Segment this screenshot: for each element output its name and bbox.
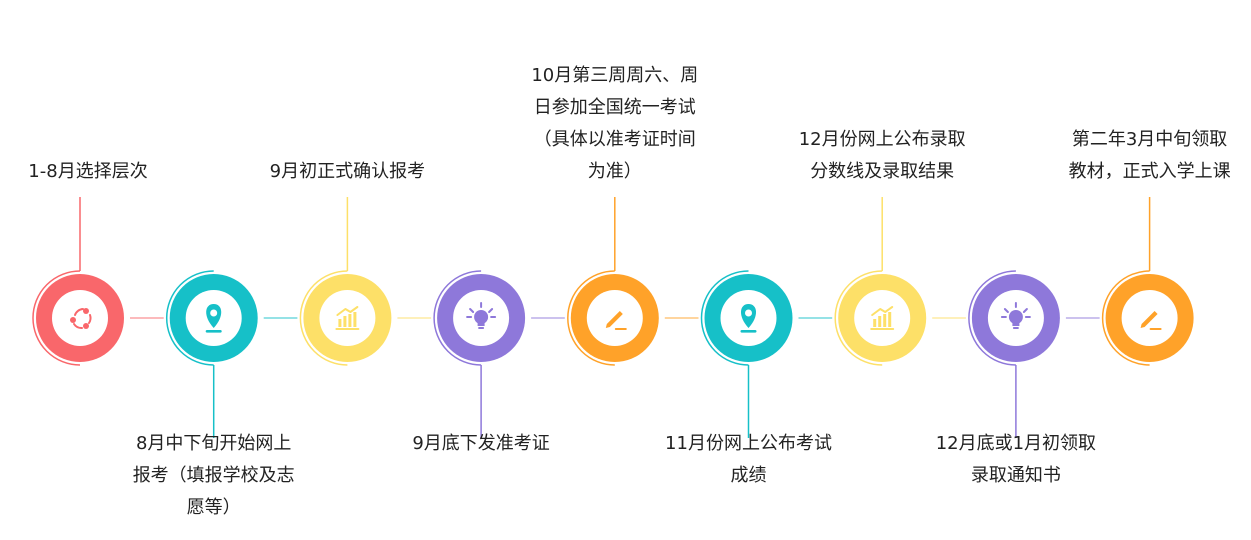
- outer-arc: [299, 270, 348, 366]
- pencil-icon: [605, 311, 627, 330]
- outer-arc: [834, 270, 883, 366]
- step-label: 12月份网上公布录取分数线及录取结果: [798, 129, 966, 182]
- share-icon: [70, 308, 92, 329]
- step-label: 11月份网上公布考试成绩: [665, 433, 832, 486]
- outer-arc: [433, 270, 482, 366]
- lightbulb-icon: [466, 302, 497, 329]
- outer-arc: [700, 270, 749, 366]
- step-label: 1-8月选择层次: [28, 161, 148, 182]
- step-label: 9月初正式确认报考: [269, 161, 426, 182]
- timeline-node: [1101, 197, 1194, 366]
- step-label: 9月底下发准考证: [412, 433, 550, 454]
- step-label: 10月第三周周六、周日参加全国统一考试（具体以准考证时间为准）: [531, 65, 699, 182]
- timeline-node: [567, 197, 659, 366]
- timeline-node: [700, 270, 793, 438]
- outer-arc: [567, 270, 615, 366]
- timeline-node: [433, 270, 526, 438]
- timeline-node: [968, 270, 1060, 438]
- chart-icon: [335, 306, 360, 330]
- step-label: 12月底或1月初领取录取通知书: [935, 433, 1097, 486]
- outer-arc: [968, 270, 1016, 366]
- node-center: [854, 290, 911, 346]
- chart-icon: [870, 306, 895, 330]
- timeline-node: [165, 270, 258, 438]
- node-center: [52, 290, 108, 346]
- outer-arc: [32, 270, 81, 366]
- pencil-icon: [1140, 311, 1162, 330]
- location-pin-icon: [740, 304, 757, 333]
- step-label: 第二年3月中旬领取教材，正式入学上课: [1068, 129, 1231, 182]
- node-center: [319, 290, 376, 346]
- timeline-node: [299, 197, 392, 366]
- step-label: 8月中下旬开始网上报考（填报学校及志愿等）: [132, 433, 295, 518]
- outer-arc: [1101, 270, 1150, 366]
- timeline-node: [32, 197, 124, 366]
- lightbulb-icon: [1000, 302, 1031, 329]
- location-pin-icon: [205, 304, 222, 333]
- timeline-node: [834, 197, 927, 366]
- outer-arc: [165, 270, 214, 366]
